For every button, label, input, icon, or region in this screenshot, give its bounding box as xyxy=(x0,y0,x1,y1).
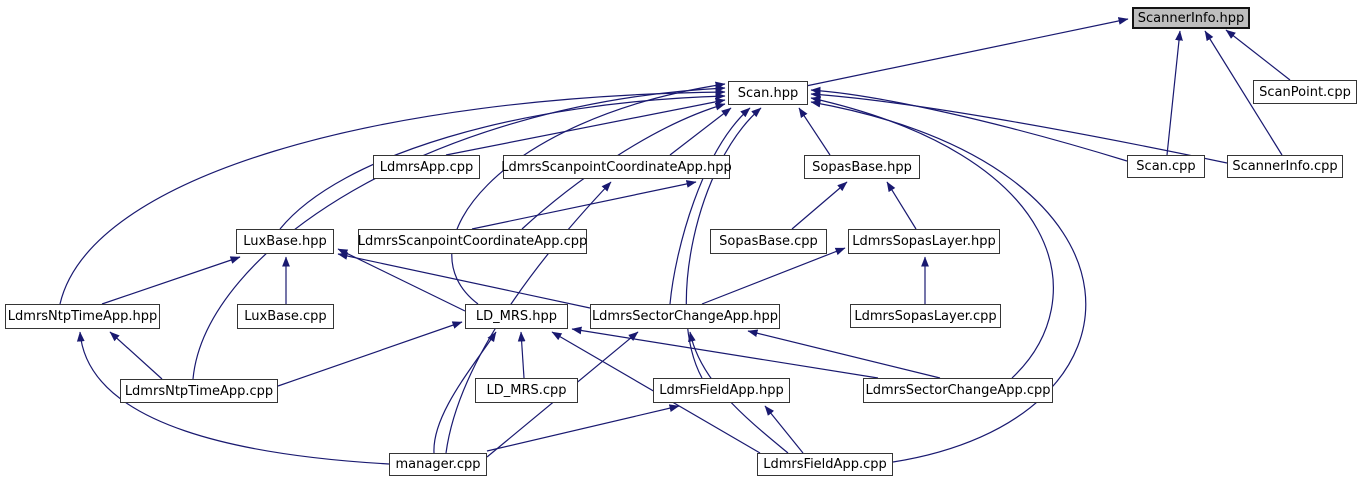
edge-ldmrsntptimeapp-hpp-to-scan-hpp xyxy=(59,88,726,305)
node-ldmrssopaslayer-hpp[interactable]: LdmrsSopasLayer.hpp xyxy=(848,229,1000,254)
node-ldmrsntptimeapp-hpp[interactable]: LdmrsNtpTimeApp.hpp xyxy=(5,304,160,329)
node-ld-mrs-cpp[interactable]: LD_MRS.cpp xyxy=(475,378,578,403)
node-ldmrsntptimeapp-cpp[interactable]: LdmrsNtpTimeApp.cpp xyxy=(120,379,278,403)
node-sopasbase-hpp[interactable]: SopasBase.hpp xyxy=(804,155,920,179)
edge-ldmrsscanpointcoordinateapp-hpp-to-scan-hpp xyxy=(669,107,732,156)
edge-ldmrsntptimeapp-cpp-to-scan-hpp xyxy=(192,84,726,380)
edge-ldmrssopaslayer-hpp-to-sopasbase-hpp xyxy=(886,181,917,230)
node-luxbase-hpp[interactable]: LuxBase.hpp xyxy=(236,229,334,254)
edge-ldmrsntptimeapp-cpp-to-ldmrsntptimeapp-hpp xyxy=(109,331,163,380)
edge-sopasbase-hpp-to-scan-hpp xyxy=(798,107,831,156)
node-ldmrssectorchangeapp-cpp[interactable]: LdmrsSectorChangeApp.cpp xyxy=(863,378,1053,403)
edge-ldmrssectorchangeapp-cpp-to-ldmrssectorchangeapp-hpp xyxy=(747,329,941,379)
edge-ldmrsntptimeapp-hpp-to-luxbase-hpp xyxy=(101,256,241,305)
node-scannerinfo-cpp[interactable]: ScannerInfo.cpp xyxy=(1227,155,1343,178)
edge-ldmrssectorchangeapp-cpp-to-ld-mrs-hpp xyxy=(571,326,879,379)
node-manager-cpp[interactable]: manager.cpp xyxy=(389,453,487,476)
node-scan-cpp[interactable]: Scan.cpp xyxy=(1127,155,1205,178)
edge-manager-cpp-to-ldmrsscanpointcoordinateapp-hpp xyxy=(445,181,612,454)
node-ldmrsfieldapp-cpp[interactable]: LdmrsFieldApp.cpp xyxy=(757,453,893,476)
edge-manager-cpp-to-ld-mrs-hpp xyxy=(433,331,497,454)
node-scan-hpp[interactable]: Scan.hpp xyxy=(728,81,808,105)
edge-ldmrsfieldapp-cpp-to-ldmrsfieldapp-hpp xyxy=(764,405,804,454)
node-ldmrsfieldapp-hpp[interactable]: LdmrsFieldApp.hpp xyxy=(653,378,790,403)
edge-ld-mrs-hpp-to-luxbase-hpp xyxy=(337,248,466,312)
edge-ldmrsscanpointcoordinateapp-cpp-to-ldmrsscanpointcoordinateapp-hpp xyxy=(471,180,697,230)
edge-scannerinfo-cpp-to-scannerinfo-hpp xyxy=(1204,30,1283,156)
edge-ldmrsapp-cpp-to-scan-hpp xyxy=(445,98,726,156)
node-ldmrsapp-cpp[interactable]: LdmrsApp.cpp xyxy=(373,155,480,179)
node-ldmrsscanpointcoordinateapp-cpp[interactable]: LdmrsScanpointCoordinateApp.cpp xyxy=(358,229,587,254)
edge-ld-mrs-hpp-to-scan-hpp xyxy=(451,81,726,305)
edge-scannerinfo-cpp-to-scan-hpp xyxy=(810,90,1228,164)
node-scannerinfo-hpp: ScannerInfo.hpp xyxy=(1132,7,1250,29)
node-ldmrssectorchangeapp-hpp[interactable]: LdmrsSectorChangeApp.hpp xyxy=(590,304,780,329)
edge-ld-mrs-cpp-to-ld-mrs-hpp xyxy=(517,331,526,379)
node-scanpoint-cpp[interactable]: ScanPoint.cpp xyxy=(1253,80,1357,104)
node-ldmrssopaslayer-cpp[interactable]: LdmrsSopasLayer.cpp xyxy=(850,304,1001,328)
edge-ldmrsntptimeapp-cpp-to-ld-mrs-hpp xyxy=(277,321,463,387)
edge-manager-cpp-to-ldmrsntptimeapp-hpp xyxy=(76,331,390,465)
node-ld-mrs-hpp[interactable]: LD_MRS.hpp xyxy=(465,304,568,329)
edge-ldmrsfieldapp-cpp-to-scan-hpp xyxy=(810,99,1087,463)
node-ldmrsscanpointcoordinateapp-hpp[interactable]: LdmrsScanpointCoordinateApp.hpp xyxy=(501,155,732,179)
edge-sopasbase-cpp-to-sopasbase-hpp xyxy=(791,181,848,230)
node-sopasbase-cpp[interactable]: SopasBase.cpp xyxy=(710,229,827,254)
edge-manager-cpp-to-ldmrsfieldapp-hpp xyxy=(486,404,680,452)
node-luxbase-cpp[interactable]: LuxBase.cpp xyxy=(237,304,334,329)
edge-ldmrssectorchangeapp-hpp-to-ldmrssopaslayer-hpp xyxy=(701,247,846,305)
edge-scan-hpp-to-scannerinfo-hpp xyxy=(805,17,1129,87)
edge-scan-cpp-to-scan-hpp xyxy=(810,86,1128,162)
edge-ldmrssectorchangeapp-hpp-to-luxbase-hpp xyxy=(337,252,591,309)
edge-luxbase-hpp-to-scan-hpp xyxy=(279,92,726,230)
edge-scanpoint-cpp-to-scannerinfo-hpp xyxy=(1225,29,1291,81)
edge-ldmrssectorchangeapp-hpp-to-scan-hpp xyxy=(669,107,751,305)
edge-scan-cpp-to-scannerinfo-hpp xyxy=(1166,30,1183,156)
edge-ldmrssectorchangeapp-cpp-to-scan-hpp xyxy=(810,96,1054,379)
